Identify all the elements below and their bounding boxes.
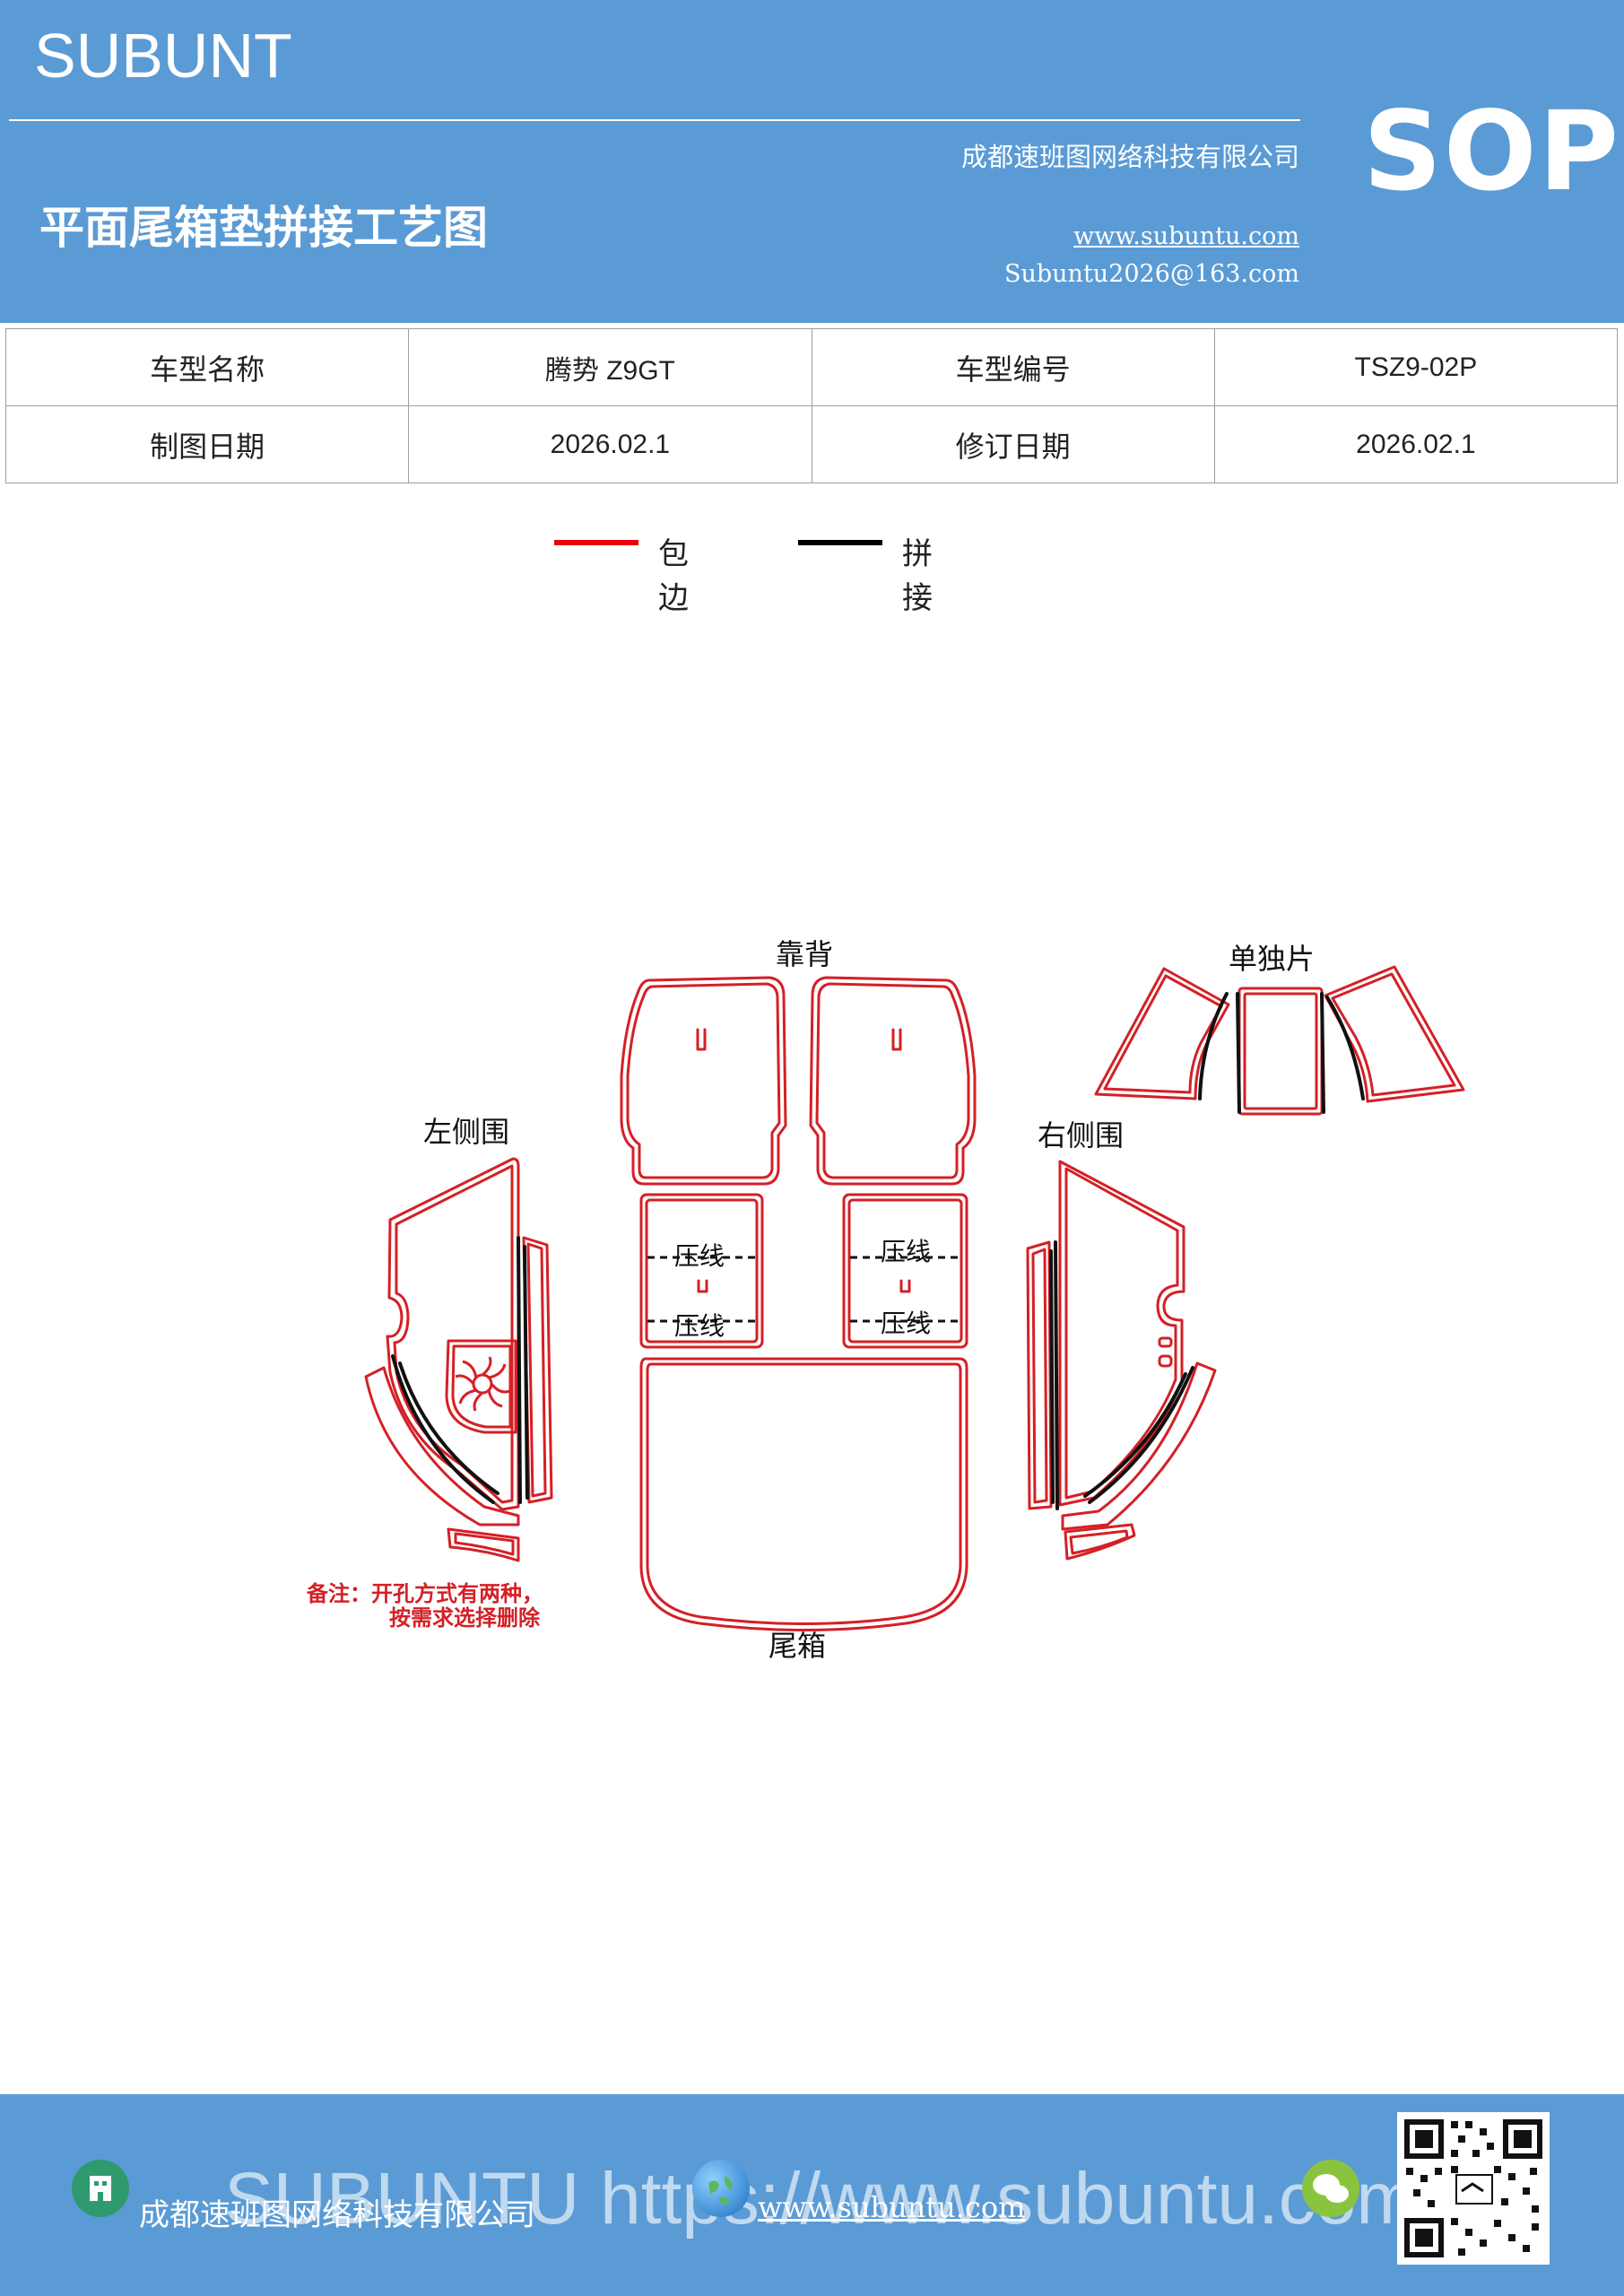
left-side-strip-inner	[526, 1242, 547, 1498]
left-side-lower	[364, 1366, 520, 1526]
legend-swatch-red	[554, 540, 638, 545]
document-title: 平面尾箱垫拼接工艺图	[39, 202, 488, 254]
label-crease: 压线	[881, 1237, 931, 1266]
right-side-foot	[1064, 1523, 1136, 1561]
model-name-value: 腾势 Z9GT	[408, 328, 812, 406]
left-side-panel	[386, 1157, 520, 1511]
backrest-right-panel	[809, 976, 977, 1186]
brand-name: SUBUNT	[34, 21, 292, 91]
draw-date-value: 2026.02.1	[408, 405, 812, 483]
seam-left-lower-2	[398, 1361, 499, 1495]
seam-single-center-left	[1236, 992, 1241, 1114]
vent-fan-icon	[455, 1356, 510, 1412]
label-right-side: 右侧围	[1038, 1118, 1124, 1152]
backrest-right-inner	[815, 982, 970, 1179]
right-side-inner	[1064, 1167, 1179, 1500]
single-piece-left-inner	[1103, 974, 1223, 1094]
left-side-inner	[393, 1164, 514, 1504]
seam-single-center-right	[1320, 992, 1325, 1114]
backrest-left-slot	[696, 1028, 707, 1051]
right-vent-slot-2	[1158, 1354, 1173, 1368]
trunk-floor-inner	[646, 1362, 962, 1625]
right-side-strip	[1026, 1240, 1053, 1510]
label-crease: 压线	[674, 1311, 725, 1341]
crease-panel-right-inner	[847, 1198, 963, 1344]
sop-badge: SOP	[1363, 88, 1620, 215]
single-piece-right-inner	[1331, 972, 1456, 1097]
header-divider	[9, 119, 1300, 121]
legend-label-edging: 包边	[658, 536, 689, 616]
right-side-foot-inner	[1069, 1529, 1129, 1555]
legend-swatch-black	[798, 540, 882, 545]
legend-label-seam: 拼接	[902, 536, 933, 616]
label-backrest: 靠背	[776, 937, 833, 971]
trunk-floor-panel	[639, 1357, 968, 1631]
footer-website[interactable]: www.subuntu.com	[758, 2190, 1026, 2224]
seam-right-lower	[1088, 1366, 1194, 1504]
note-line-1: 备注：开孔方式有两种，	[306, 1581, 543, 1606]
footer-watermark: SUBUNTU https://www.subuntu.com	[224, 2158, 1418, 2239]
globe-icon	[692, 2160, 750, 2217]
left-vent-plate	[445, 1339, 517, 1434]
seam-left-lower	[391, 1354, 495, 1504]
model-name-label: 车型名称	[4, 328, 410, 406]
email-address[interactable]: Subuntu2026@163.com	[1004, 260, 1299, 288]
seam-left-strip	[517, 1236, 522, 1504]
label-crease: 压线	[674, 1241, 725, 1271]
seam-single-right	[1325, 996, 1365, 1100]
revise-date-value: 2026.02.1	[1213, 405, 1619, 483]
label-crease: 压线	[881, 1309, 931, 1338]
right-side-strip-inner	[1031, 1248, 1048, 1504]
label-trunk: 尾箱	[769, 1629, 826, 1663]
qr-code[interactable]	[1397, 2112, 1550, 2265]
note-line-2: 按需求选择删除	[389, 1605, 541, 1631]
left-side-foot	[447, 1527, 520, 1562]
crease-panel-right	[842, 1193, 968, 1349]
draw-date-label: 制图日期	[4, 405, 410, 483]
wechat-icon	[1302, 2160, 1359, 2217]
model-code-label: 车型编号	[811, 328, 1215, 406]
backrest-left-panel	[620, 976, 787, 1186]
single-piece-center	[1238, 987, 1324, 1116]
footer-banner: SUBUNTU https://www.subuntu.com 成都速班图网络科…	[0, 2094, 1624, 2296]
crease-right-slot	[899, 1279, 911, 1293]
header-banner: SUBUNT 成都速班图网络科技有限公司 平面尾箱垫拼接工艺图 www.subu…	[0, 0, 1624, 323]
crease-panel-left	[639, 1193, 764, 1349]
table-row: 车型名称 腾势 Z9GT 车型编号 TSZ9-02P	[4, 328, 1619, 406]
single-piece-center-inner	[1243, 992, 1318, 1110]
table-row: 制图日期 2026.02.1 修订日期 2026.02.1	[4, 405, 1619, 483]
footer-company: 成都速班图网络科技有限公司	[139, 2197, 535, 2233]
website-link[interactable]: www.subuntu.com	[1073, 222, 1299, 250]
seam-right-strip	[1054, 1240, 1059, 1510]
crease-panel-left-inner	[645, 1198, 759, 1344]
seam-left-strip-2	[523, 1245, 529, 1500]
backrest-left-inner	[626, 982, 781, 1179]
seam-right-lower-2	[1083, 1372, 1187, 1498]
left-side-foot-inner	[454, 1532, 515, 1556]
single-piece-right	[1324, 965, 1465, 1103]
label-left-side: 左侧围	[423, 1115, 509, 1149]
crease-left-slot	[697, 1279, 708, 1293]
company-name: 成都速班图网络科技有限公司	[960, 142, 1299, 172]
seam-right-strip-2	[1049, 1249, 1055, 1504]
right-side-lower	[1061, 1361, 1217, 1531]
revise-date-label: 修订日期	[811, 405, 1215, 483]
left-vent-plate-inner	[451, 1344, 512, 1429]
right-side-panel	[1058, 1160, 1185, 1507]
backrest-right-slot	[891, 1028, 902, 1051]
label-single-piece: 单独片	[1229, 942, 1315, 976]
seam-single-left	[1198, 992, 1229, 1100]
building-icon	[72, 2160, 129, 2217]
vehicle-info-table: 车型名称 腾势 Z9GT 车型编号 TSZ9-02P 制图日期 2026.02.…	[4, 328, 1619, 483]
model-code-value: TSZ9-02P	[1213, 328, 1619, 406]
right-vent-slot-1	[1158, 1336, 1173, 1348]
